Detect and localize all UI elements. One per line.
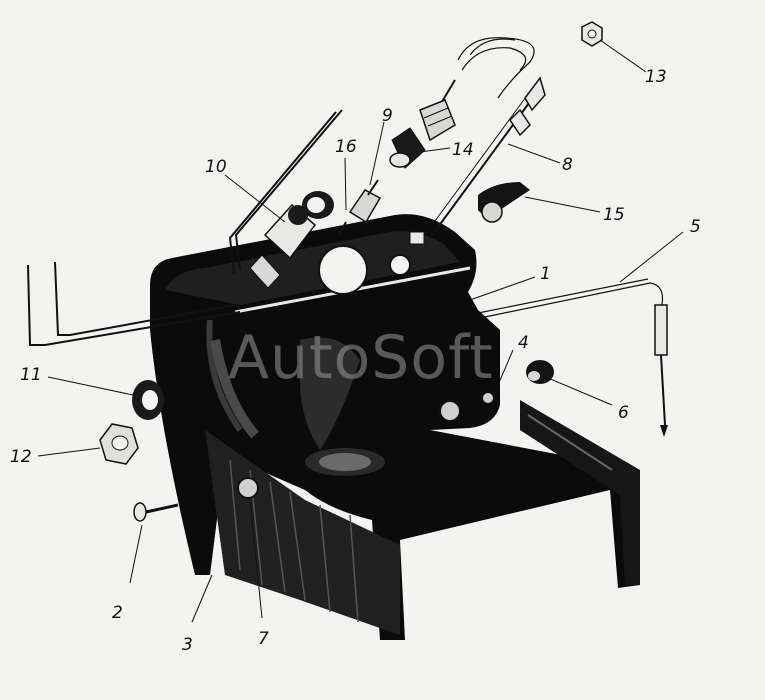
leader-lines [37, 39, 684, 623]
callout-11: 11 [20, 365, 42, 385]
cable-8 [419, 37, 546, 239]
control-rods [27, 109, 343, 346]
fitting-9 [337, 179, 382, 237]
sleeve-14 [389, 127, 426, 169]
callout-6: 6 [618, 403, 629, 423]
switch-10 [249, 191, 334, 289]
callout-9: 9 [382, 106, 393, 126]
callout-4: 4 [518, 333, 529, 353]
callout-16: 16 [335, 137, 357, 157]
callout-10: 10 [205, 157, 227, 177]
callout-13: 13 [645, 67, 667, 87]
knob-15 [478, 182, 530, 223]
callout-5: 5 [690, 217, 701, 237]
washer-11 [132, 380, 164, 420]
bracket-housing [150, 214, 640, 640]
callout-1: 1 [540, 264, 551, 284]
watermark-text: AutoSoft [228, 323, 494, 393]
callout-labels: 1 2 3 4 5 6 7 8 9 10 11 12 13 14 15 16 [10, 67, 701, 655]
cable-5 [477, 278, 668, 437]
screw-2 [133, 502, 179, 522]
callout-7: 7 [258, 629, 269, 649]
callout-14: 14 [452, 140, 474, 160]
callout-15: 15 [603, 205, 625, 225]
bolt-6 [526, 360, 554, 384]
callout-3: 3 [182, 635, 193, 655]
nut-12 [99, 423, 139, 465]
callout-2: 2 [112, 603, 123, 623]
callout-12: 12 [10, 447, 32, 467]
callout-8: 8 [562, 155, 573, 175]
